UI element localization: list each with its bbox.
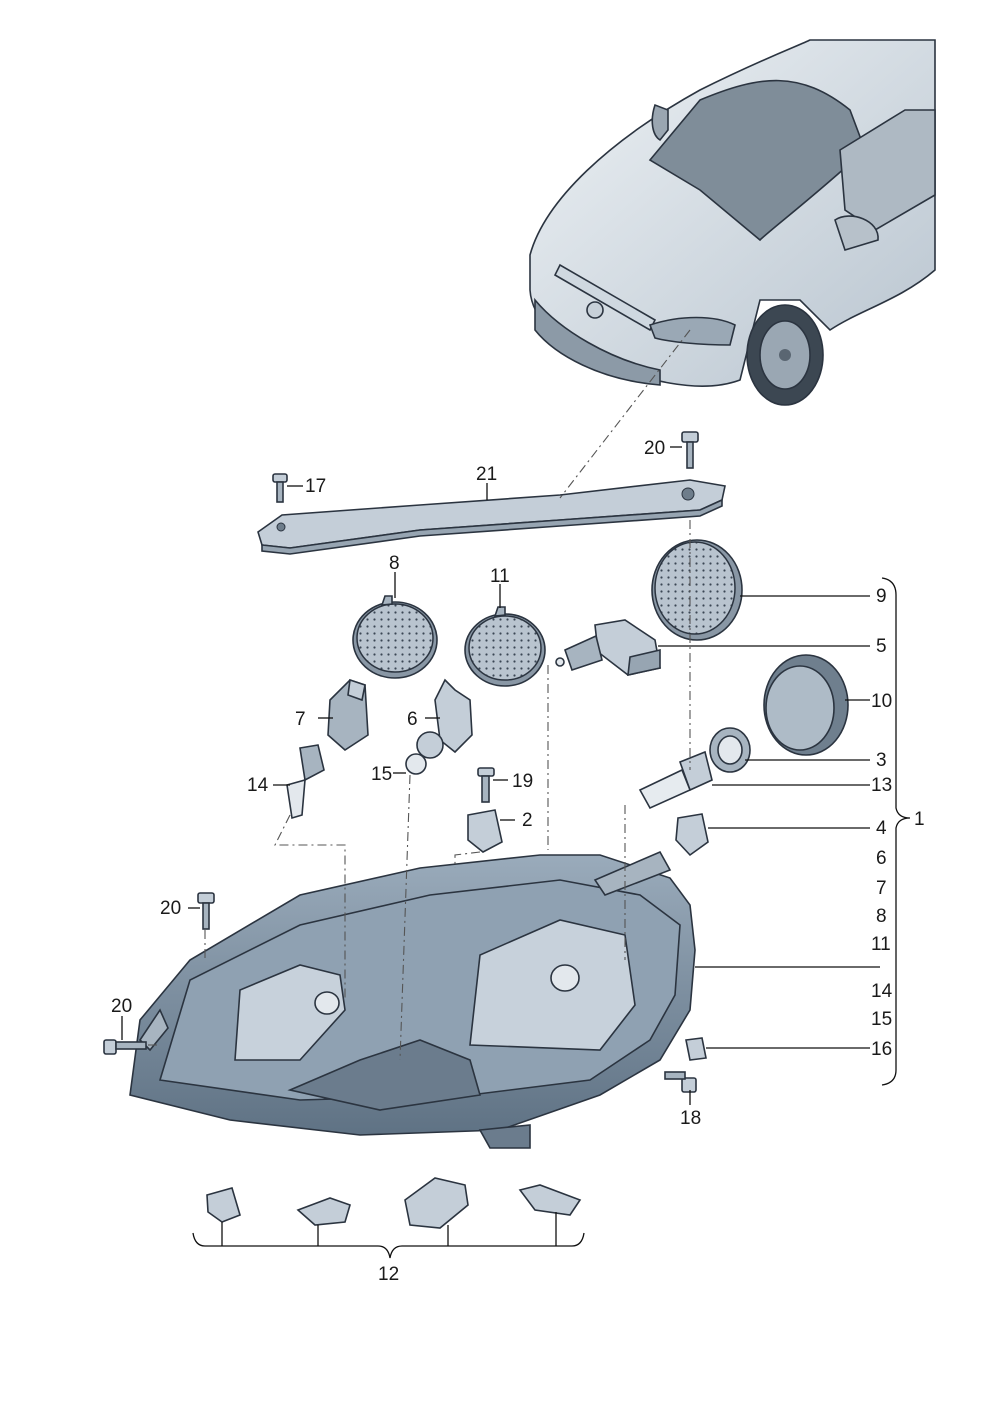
label-10: 10 [871, 691, 892, 712]
screw-17 [272, 473, 288, 503]
label-14: 14 [247, 775, 269, 796]
label-5: 5 [876, 636, 887, 657]
label-17: 17 [305, 476, 326, 497]
holder-7 [327, 678, 369, 752]
label-group-15: 15 [871, 1009, 892, 1030]
car-illustration [529, 39, 936, 406]
label-2: 2 [522, 810, 533, 831]
holder-2 [467, 809, 503, 853]
label-group-6: 6 [876, 848, 887, 869]
label-6: 6 [407, 709, 418, 730]
label-1: 1 [914, 809, 925, 830]
label-20-top: 20 [644, 438, 665, 459]
label-3: 3 [876, 750, 887, 771]
label-11: 11 [490, 566, 510, 587]
repair-set-12 [206, 1177, 582, 1229]
bolt-20-left [197, 892, 215, 930]
bulb-15 [405, 731, 444, 775]
label-group-7: 7 [876, 878, 887, 899]
bulb-holder-4 [675, 813, 709, 857]
label-9: 9 [876, 586, 887, 607]
label-21: 21 [476, 464, 497, 485]
cover-cap-9 [651, 539, 743, 641]
label-20-lower: 20 [111, 996, 132, 1017]
cover-cap-11 [464, 606, 546, 687]
label-group-11: 11 [871, 934, 891, 955]
label-7: 7 [295, 709, 306, 730]
label-group-8: 8 [876, 906, 887, 927]
retaining-ring-3 [709, 727, 751, 773]
label-group-14: 14 [871, 981, 893, 1002]
bolt-20-lower [103, 1039, 147, 1055]
label-15: 15 [371, 764, 392, 785]
label-18: 18 [680, 1108, 701, 1129]
label-13: 13 [871, 775, 892, 796]
label-16: 16 [871, 1039, 892, 1060]
cover-cap-8 [352, 595, 438, 679]
bulb-14 [286, 744, 325, 820]
label-4: 4 [876, 818, 887, 839]
label-19: 19 [512, 771, 533, 792]
bolt-18 [664, 1071, 697, 1093]
label-12: 12 [378, 1264, 399, 1285]
label-20-left: 20 [160, 898, 181, 919]
bulb-13 [638, 750, 713, 810]
control-unit-5 [555, 619, 661, 677]
leader-lines [121, 329, 911, 1259]
screw-20-top [681, 431, 699, 469]
headlight-housing [129, 850, 696, 1149]
cap-10 [763, 654, 849, 756]
mounting-bracket [257, 479, 726, 555]
label-8: 8 [389, 553, 400, 574]
callout-labels: 21 17 20 8 11 9 5 10 7 6 3 14 15 19 13 2… [111, 438, 925, 1285]
nut-16 [685, 1037, 707, 1061]
screw-19 [477, 767, 495, 803]
